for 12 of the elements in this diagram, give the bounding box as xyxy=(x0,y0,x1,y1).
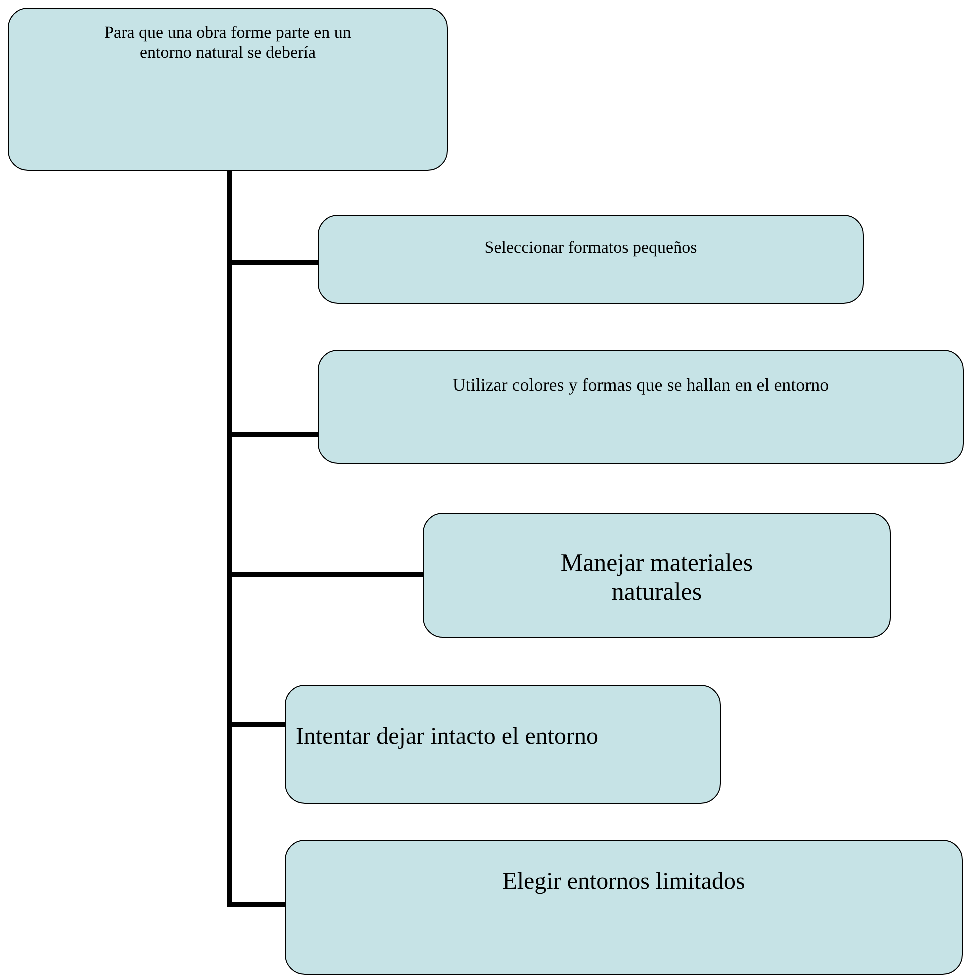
process-box xyxy=(285,840,963,975)
box-text: Utilizar colores y formas que se hallan en el entorno xyxy=(452,375,830,396)
process-box xyxy=(423,513,891,638)
process-box xyxy=(8,8,448,171)
process-box xyxy=(285,685,721,804)
process-box xyxy=(318,350,964,464)
box-text: Para que una obra forme parte en un entorno natural se debería xyxy=(104,23,352,62)
box-text: Manejar materiales naturales xyxy=(560,550,754,608)
box-text: Seleccionar formatos pequeños xyxy=(484,238,698,258)
process-box xyxy=(318,215,864,304)
box-text: Intentar dejar intacto el entorno xyxy=(296,724,599,752)
box-text: Elegir entornos limitados xyxy=(502,869,746,897)
